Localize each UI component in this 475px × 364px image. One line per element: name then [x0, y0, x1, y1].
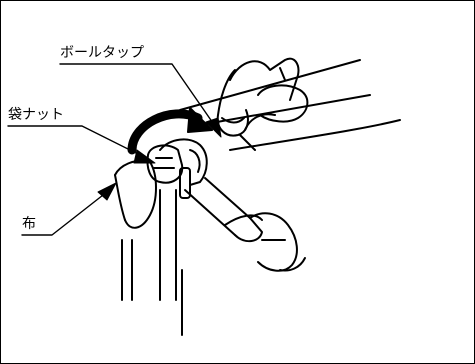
tank-outline: [179, 59, 401, 151]
ball-tap-label: ボールタップ: [60, 45, 144, 61]
cap-nut: [146, 144, 184, 184]
cap-nut-leader: [7, 125, 156, 164]
cloth-leader: [21, 182, 117, 236]
wrench: [159, 138, 263, 243]
ball-tap-leader: [59, 63, 222, 138]
cap-nut-label: 袋ナット: [8, 107, 64, 123]
rotation-arrow-icon: [127, 107, 213, 155]
cloth: [114, 159, 157, 301]
lower-hand: [224, 212, 306, 272]
supply-pipe: [159, 189, 183, 336]
ball-tap: [229, 57, 309, 131]
upper-hand: [216, 69, 256, 151]
cloth-label: 布: [22, 216, 36, 232]
